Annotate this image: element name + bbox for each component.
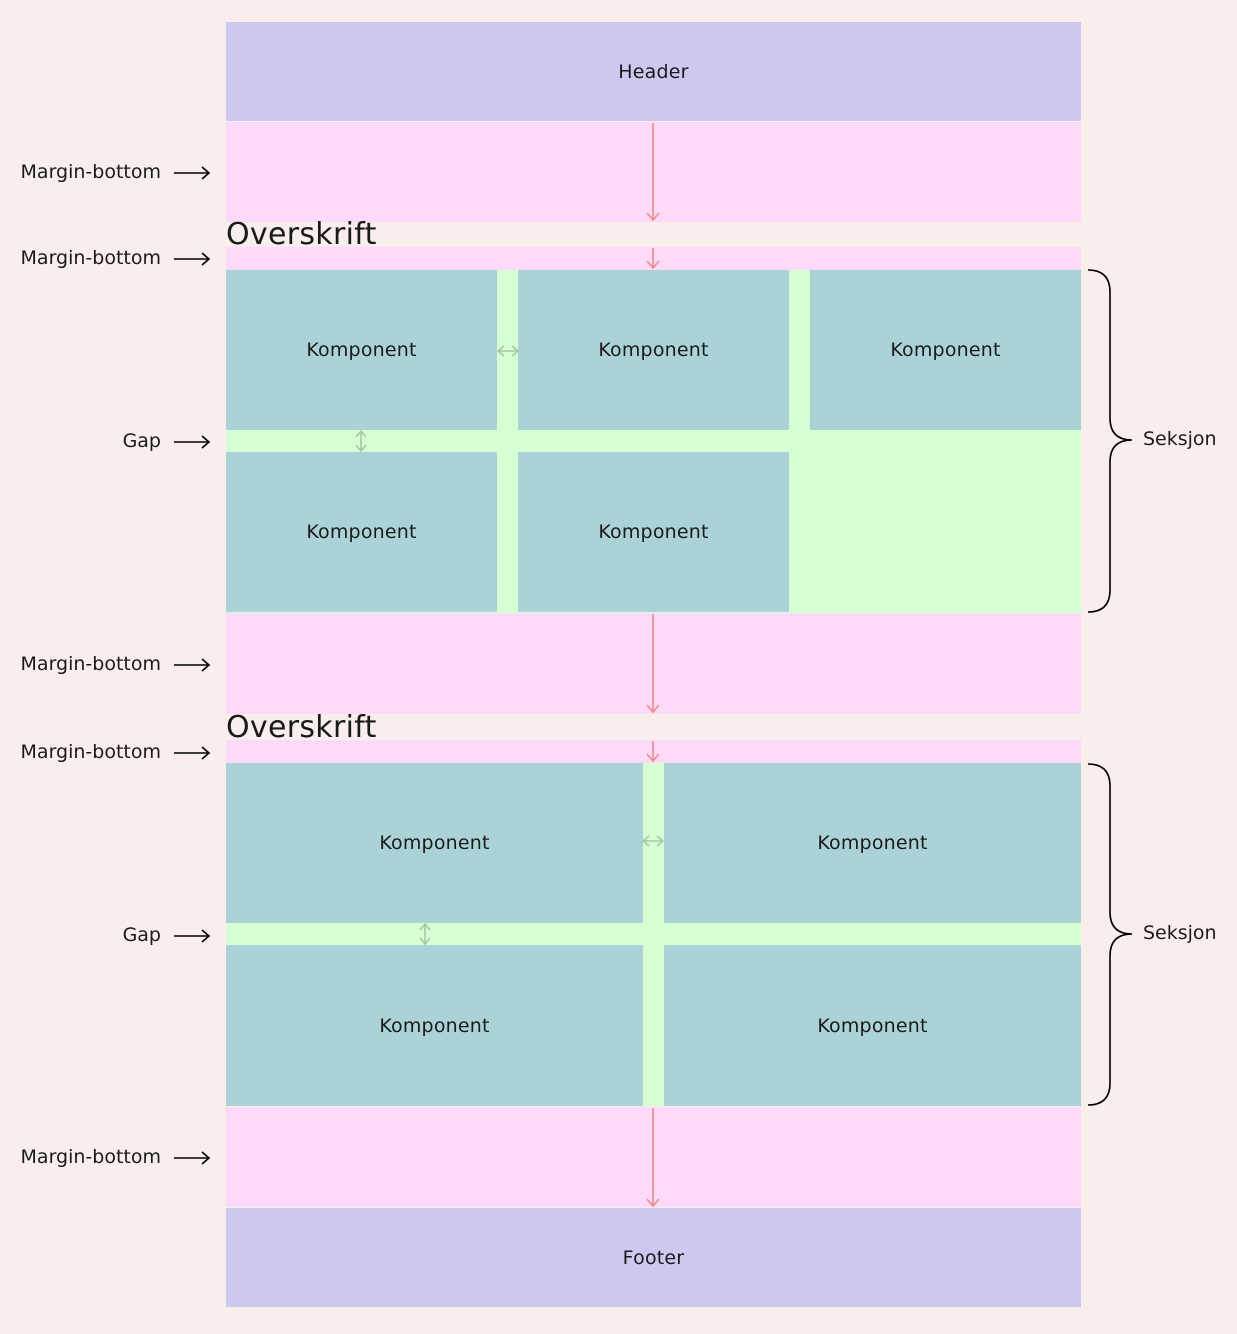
section-1-component-1: Komponent	[226, 270, 497, 430]
section-2-heading: Overskrift	[226, 710, 377, 745]
pointer-arrow-icon	[173, 1151, 210, 1165]
component-label: Komponent	[379, 832, 490, 854]
pointer-arrow-icon	[173, 746, 210, 760]
gap-horizontal-arrow-icon	[496, 345, 520, 357]
pointer-arrow-icon	[173, 658, 210, 672]
margin-arrow-icon	[646, 123, 660, 222]
pointer-arrow-icon	[173, 166, 210, 180]
section-2-component-4: Komponent	[664, 945, 1081, 1106]
margin-bottom-label-4: Margin-bottom	[20, 741, 161, 763]
component-label: Komponent	[817, 832, 928, 854]
margin-bottom-label-5: Margin-bottom	[20, 1146, 161, 1168]
section-2-component-3: Komponent	[226, 945, 643, 1106]
footer-block: Footer	[226, 1208, 1081, 1307]
gap-vertical-arrow-icon	[355, 429, 367, 453]
pointer-arrow-icon	[173, 435, 210, 449]
margin-bottom-label-2: Margin-bottom	[20, 247, 161, 269]
pointer-arrow-icon	[173, 929, 210, 943]
section-2-label: Seksjon	[1143, 922, 1217, 944]
section-2-component-2: Komponent	[664, 763, 1081, 923]
margin-arrow-icon	[646, 248, 660, 270]
margin-bottom-label-3: Margin-bottom	[20, 653, 161, 675]
section-1-label: Seksjon	[1143, 428, 1217, 450]
section-1-brace-icon	[1087, 269, 1133, 613]
gap-horizontal-arrow-icon	[641, 835, 665, 847]
component-label: Komponent	[306, 521, 417, 543]
margin-arrow-icon	[646, 614, 660, 714]
component-label: Komponent	[598, 521, 709, 543]
component-label: Komponent	[379, 1014, 490, 1037]
section-1-component-4: Komponent	[226, 452, 497, 612]
header-block: Header	[226, 22, 1081, 121]
pointer-arrow-icon	[173, 252, 210, 266]
gap-label-1: Gap	[122, 430, 161, 452]
footer-label: Footer	[622, 1246, 685, 1269]
section-1-component-3: Komponent	[810, 270, 1081, 430]
gap-vertical-arrow-icon	[419, 922, 431, 946]
section-1-heading: Overskrift	[226, 217, 377, 252]
margin-bottom-label-1: Margin-bottom	[20, 161, 161, 183]
header-label: Header	[618, 60, 689, 83]
component-label: Komponent	[890, 339, 1001, 361]
section-2-brace-icon	[1087, 763, 1133, 1106]
section-2-component-1: Komponent	[226, 763, 643, 923]
section-1-component-5: Komponent	[518, 452, 789, 612]
component-label: Komponent	[306, 339, 417, 361]
margin-arrow-icon	[646, 741, 660, 763]
section-1-component-2: Komponent	[518, 270, 789, 430]
gap-label-2: Gap	[122, 924, 161, 946]
component-label: Komponent	[817, 1014, 928, 1037]
component-label: Komponent	[598, 339, 709, 361]
margin-arrow-icon	[646, 1108, 660, 1208]
